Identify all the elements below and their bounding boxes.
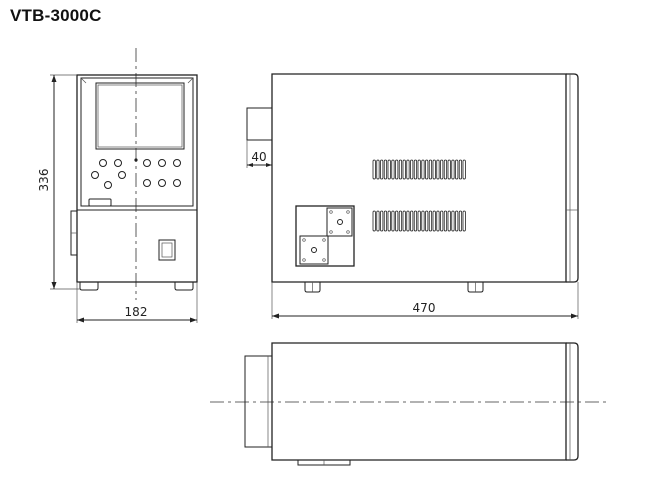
front-width-label: 182 <box>125 305 148 319</box>
vent-slot <box>440 159 444 180</box>
vent-slot <box>447 159 451 180</box>
side-connector-panel <box>295 205 355 267</box>
vent-slot <box>436 210 440 232</box>
vent-slot <box>462 210 466 232</box>
vent-slot <box>376 210 380 232</box>
button-icon <box>104 181 112 189</box>
vent-slot <box>410 210 414 232</box>
vent-slot <box>406 210 410 232</box>
vent-slot <box>398 159 403 180</box>
side-vents-upper <box>372 159 466 180</box>
button-icon <box>173 159 181 167</box>
vent-slot <box>458 210 463 232</box>
product-title: VTB-3000C <box>10 6 102 25</box>
front-screen <box>95 82 185 150</box>
vent-slot <box>432 210 436 232</box>
button-icon <box>114 159 122 167</box>
connector-panel-frame <box>295 205 355 267</box>
vent-slot <box>391 210 395 232</box>
vent-slot <box>387 159 391 180</box>
vent-slot <box>417 210 421 232</box>
side-view: 40 470 <box>246 73 579 319</box>
depth-dimension: 470 <box>271 282 579 319</box>
vent-slot <box>436 159 440 180</box>
vent-slot <box>425 210 429 232</box>
vent-slot <box>458 159 463 180</box>
vent-slot <box>451 210 455 232</box>
vent-slot <box>395 210 399 232</box>
height-dimension: 336 <box>37 74 80 290</box>
top-body <box>271 342 567 461</box>
vent-slot <box>383 210 388 232</box>
vent-slot <box>395 159 399 180</box>
button-icon <box>158 179 166 187</box>
vent-slot <box>443 210 448 232</box>
button-icon <box>91 171 99 179</box>
vent-slot <box>406 159 410 180</box>
button-icon <box>143 159 151 167</box>
front-body <box>76 74 198 283</box>
vent-slot <box>413 159 418 180</box>
side-rear-cap <box>566 73 579 283</box>
handle-depth-label: 40 <box>251 150 266 164</box>
button-icon <box>143 179 151 187</box>
depth-label: 470 <box>413 301 436 315</box>
front-power-switch <box>158 239 176 261</box>
front-label-slot <box>88 198 112 207</box>
vent-slot <box>455 210 459 232</box>
vent-slot <box>410 159 414 180</box>
connector-block <box>326 207 353 237</box>
top-front-panel <box>244 355 273 448</box>
vent-slot <box>376 159 380 180</box>
vent-slot <box>421 210 425 232</box>
side-vents-lower <box>372 210 466 232</box>
top-rear-cap <box>566 342 579 461</box>
front-width-dimension: 182 <box>76 282 198 323</box>
vent-slot <box>462 159 466 180</box>
vent-slot <box>428 159 433 180</box>
front-foot <box>174 282 194 291</box>
front-foot <box>79 282 99 291</box>
front-control-buttons <box>91 158 181 189</box>
vent-slot <box>383 159 388 180</box>
vent-slot <box>380 210 384 232</box>
vent-slot <box>413 210 418 232</box>
vent-slot <box>402 159 406 180</box>
vent-slot <box>402 210 406 232</box>
height-label: 336 <box>37 169 51 192</box>
connector-block <box>299 235 329 265</box>
button-icon <box>99 159 107 167</box>
vent-slot <box>421 159 425 180</box>
vent-slot <box>391 159 395 180</box>
button-icon <box>118 171 126 179</box>
vent-slot <box>451 159 455 180</box>
side-handle <box>246 107 273 141</box>
vent-slot <box>455 159 459 180</box>
vent-slot <box>428 210 433 232</box>
vent-slot <box>372 159 376 180</box>
vent-slot <box>432 159 436 180</box>
vent-slot <box>387 210 391 232</box>
vent-slot <box>372 210 376 232</box>
vent-slot <box>417 159 421 180</box>
handle-depth-dimension: 40 <box>246 140 272 168</box>
button-icon <box>173 179 181 187</box>
vent-slot <box>447 210 451 232</box>
front-view: 336 182 <box>37 48 198 323</box>
vent-slot <box>440 210 444 232</box>
vent-slot <box>425 159 429 180</box>
vent-slot <box>398 210 403 232</box>
top-view <box>210 342 608 466</box>
vent-slot <box>443 159 448 180</box>
button-icon <box>158 159 166 167</box>
vent-slot <box>380 159 384 180</box>
